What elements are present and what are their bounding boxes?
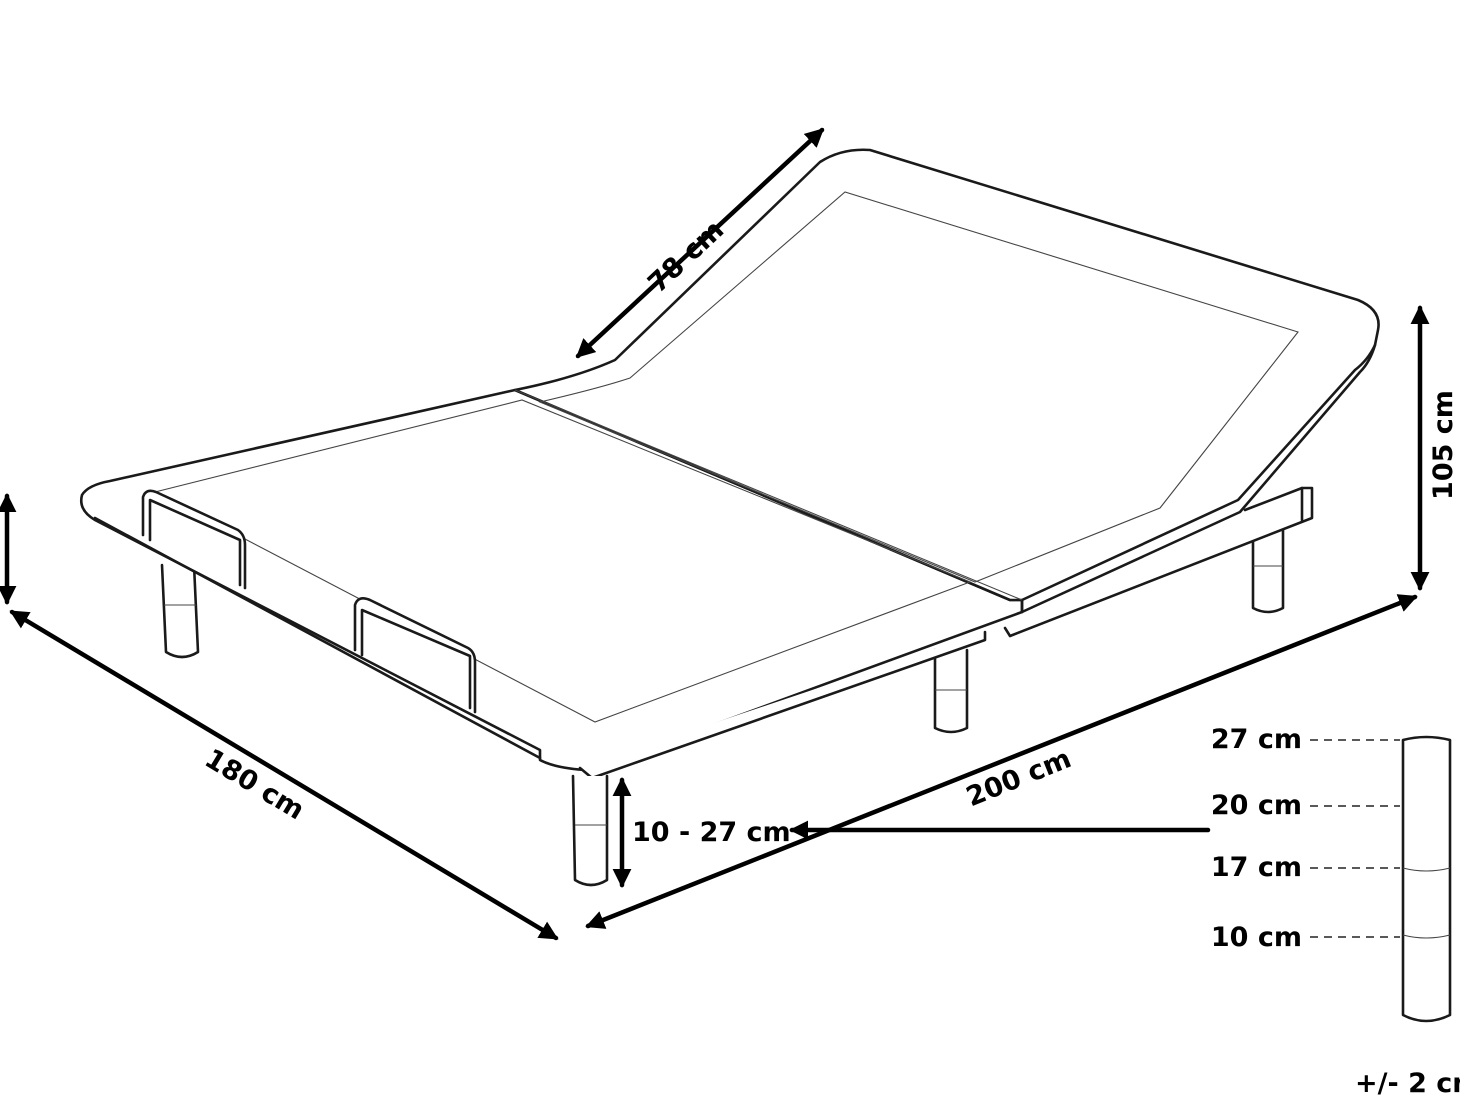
tolerance-label: +/- 2 cm	[1355, 1068, 1460, 1095]
leg-height-20: 20 cm	[1211, 790, 1302, 821]
label-105cm: 105 cm	[1428, 390, 1459, 500]
arrow-180cm	[9, 609, 559, 941]
arrow-200cm	[585, 594, 1418, 929]
leg-detail	[1310, 735, 1452, 1023]
leg-height-10: 10 cm	[1211, 922, 1302, 953]
leg-back-left	[160, 563, 200, 659]
side-guard-left	[141, 489, 247, 590]
leg-middle	[933, 648, 969, 734]
arrow-78cm	[575, 127, 825, 359]
leg-front	[571, 774, 609, 887]
dimension-arrows	[0, 127, 1430, 941]
bed-platform	[80, 148, 1380, 772]
label-leg-range: 10 - 27 cm	[632, 817, 791, 848]
leg-height-27: 27 cm	[1211, 724, 1302, 755]
leg-height-17: 17 cm	[1211, 852, 1302, 883]
